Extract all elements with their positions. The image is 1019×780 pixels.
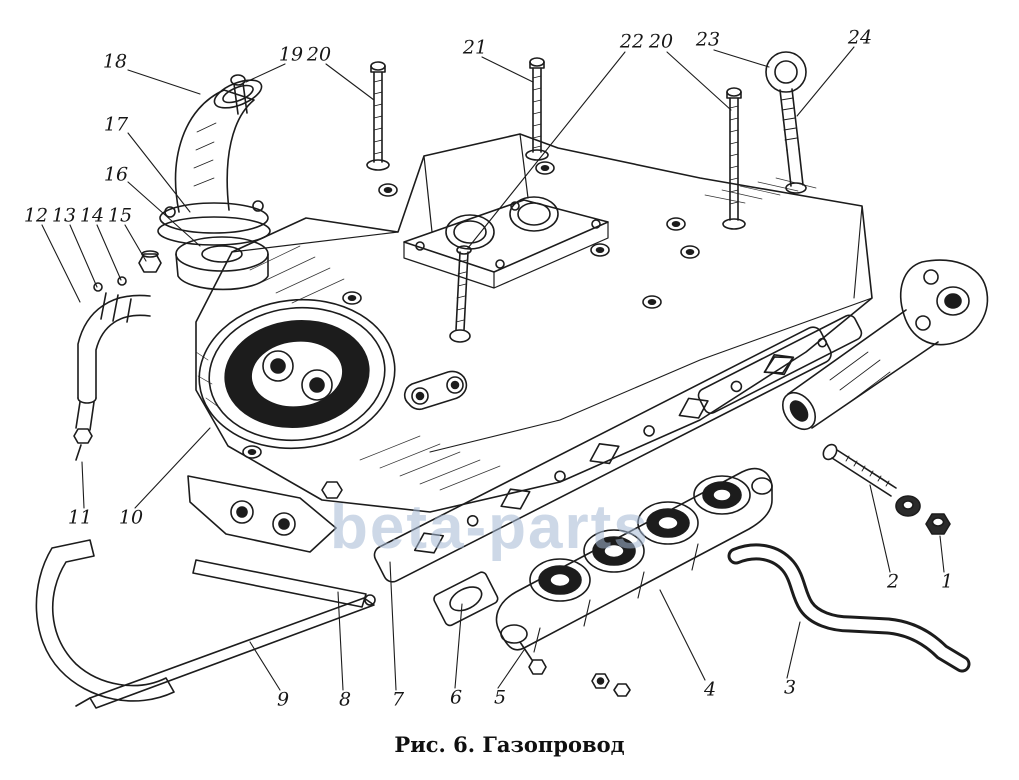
callout-3: 3 [783, 676, 797, 699]
callout-12: 12 [23, 204, 49, 227]
callout-15: 15 [107, 204, 133, 227]
callout-21: 21 [462, 36, 488, 59]
outlet-pipe [781, 259, 989, 431]
figure-caption: Рис. 6. Газопровод [394, 732, 625, 757]
callout-9: 9 [276, 688, 290, 711]
bypass-hose [73, 276, 151, 461]
center-stud [449, 245, 472, 343]
callout-10: 10 [118, 506, 144, 529]
callout-6: 6 [449, 686, 463, 709]
bolt-bosses [242, 161, 700, 459]
long-rod [75, 597, 375, 709]
callout-24: 24 [847, 26, 873, 49]
callout-7: 7 [391, 688, 405, 711]
callout-2: 2 [886, 570, 900, 593]
linkage-plate [187, 475, 343, 553]
callout-5: 5 [493, 686, 507, 709]
studs [230, 51, 807, 230]
callout-13: 13 [51, 204, 77, 227]
upper-gasket [697, 314, 863, 414]
exhaust-manifold [495, 467, 773, 697]
flat-bar [192, 559, 376, 608]
callout-11: 11 [67, 506, 93, 529]
callout-19: 19 [278, 43, 304, 66]
callout-18: 18 [102, 50, 128, 73]
thermostat-housing [175, 236, 269, 291]
callout-16: 16 [103, 163, 129, 186]
callout-1: 1 [940, 570, 954, 593]
callout-23: 23 [695, 28, 721, 51]
z-bracket [727, 543, 971, 673]
callout-20b: 20 [648, 30, 674, 53]
bolt-washer-nut [822, 443, 951, 535]
callout-17: 17 [103, 113, 129, 136]
bracket-hook [35, 539, 175, 702]
link-plate [403, 370, 468, 411]
leader-lines [41, 46, 945, 691]
callout-14: 14 [79, 204, 105, 227]
carburetor-bore [198, 298, 396, 450]
callout-4: 4 [703, 678, 717, 701]
water-outlet-elbow [157, 79, 271, 246]
callout-8: 8 [338, 688, 352, 711]
small-gasket [433, 571, 499, 627]
callout-20a: 20 [306, 43, 332, 66]
callout-22: 22 [619, 30, 645, 53]
